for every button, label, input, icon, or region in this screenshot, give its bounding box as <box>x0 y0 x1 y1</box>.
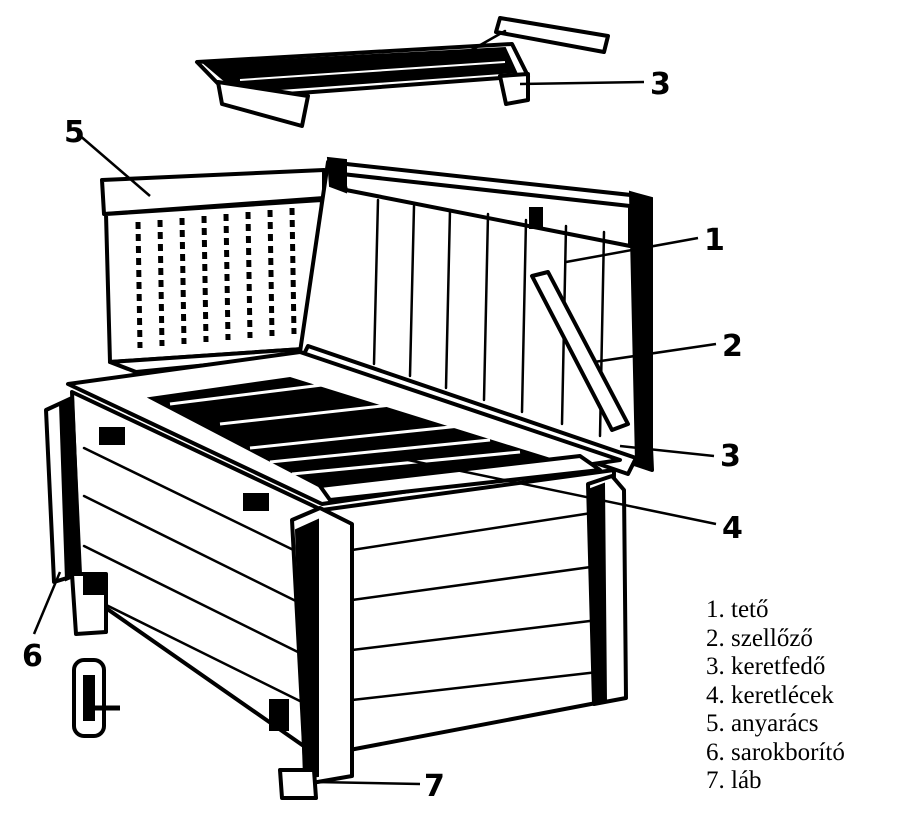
legend-item: 3. keretfedő <box>706 653 826 680</box>
hive-body <box>66 350 622 758</box>
parts-legend: 1. tető 2. szellőző 3. keretfedő 4. kere… <box>706 596 845 796</box>
leader-lines <box>32 80 717 786</box>
legend-item: 7. láb <box>706 767 762 794</box>
callout-numbers: 1 2 3 3 4 5 6 7 <box>22 67 743 804</box>
floating-frame-cover <box>195 16 610 128</box>
legend-item: 1. tető <box>706 596 769 623</box>
legs <box>70 572 318 800</box>
callout-6: 6 <box>22 639 43 674</box>
corner-cover-detail <box>72 658 120 738</box>
queen-excluder <box>100 168 326 374</box>
callout-7: 7 <box>424 769 445 804</box>
callout-5: 5 <box>64 115 85 150</box>
corner-posts <box>44 396 628 786</box>
callout-4: 4 <box>722 511 743 546</box>
callout-3-top: 3 <box>650 67 671 102</box>
callout-2: 2 <box>722 329 743 364</box>
callout-3-box: 3 <box>720 439 741 474</box>
callout-1: 1 <box>704 223 725 258</box>
legend-item: 2. szellőző <box>706 624 813 652</box>
legend-item: 6. sarokborító <box>706 738 845 766</box>
legend-item: 4. keretlécek <box>706 681 834 709</box>
legend-item: 5. anyarács <box>706 710 819 737</box>
